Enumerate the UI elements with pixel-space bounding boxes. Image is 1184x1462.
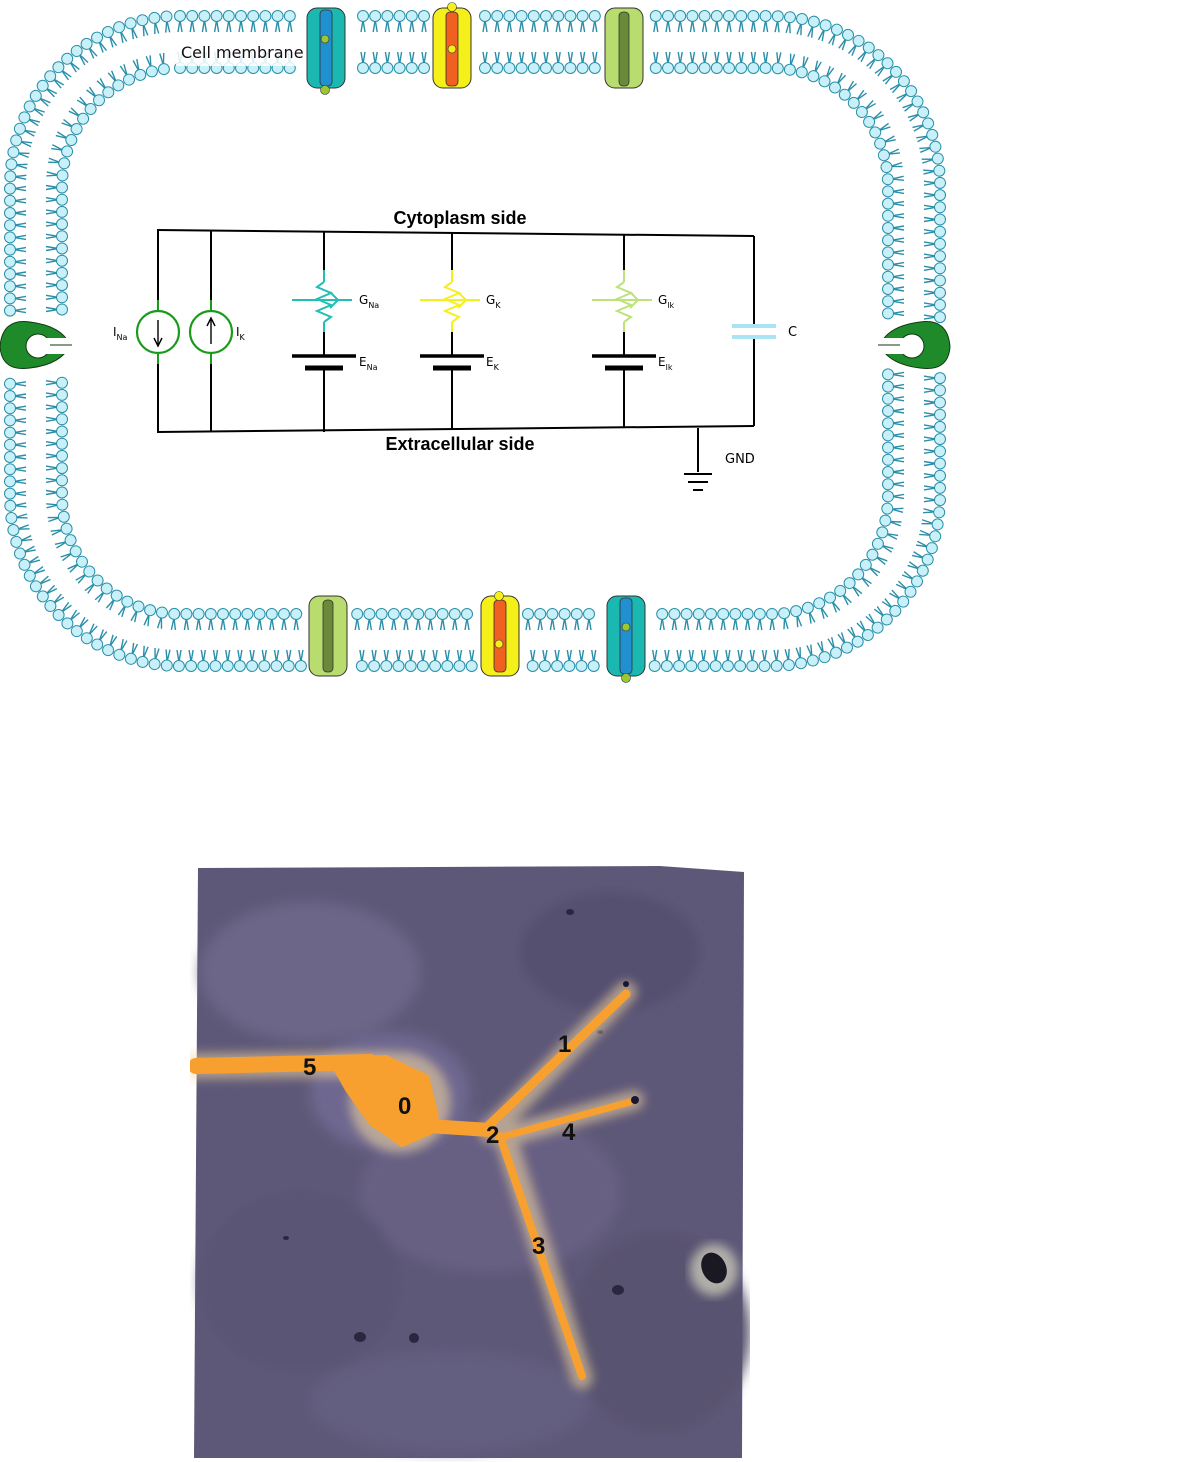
current-source-k	[188, 300, 234, 364]
receptor-right	[878, 321, 951, 370]
segment-0	[327, 1055, 439, 1147]
resistor-g-lk	[592, 270, 652, 332]
segment-label-4: 4	[562, 1119, 576, 1146]
resistor-g-k	[420, 270, 480, 332]
segment-3	[496, 1132, 586, 1380]
potassium-channel-top	[432, 2, 472, 89]
g-k-label: GK	[486, 293, 501, 310]
dendrite-tip-dot-top	[623, 981, 629, 987]
extracellular-side-label: Extracellular side	[385, 434, 534, 454]
segment-4	[494, 1098, 634, 1142]
cell-membrane-label-bg	[176, 38, 300, 66]
i-na-label: INa	[113, 325, 128, 342]
battery-e-lk	[592, 332, 656, 372]
battery-e-k	[420, 332, 484, 372]
leak-channel-bottom	[308, 595, 348, 677]
cytoplasm-side-label: Cytoplasm side	[393, 208, 526, 228]
dendrite-tip-dot	[631, 1096, 639, 1104]
segment-label-0: 0	[398, 1093, 411, 1120]
i-k-label: IK	[236, 325, 246, 342]
sodium-channel-top	[306, 7, 346, 95]
segment-label-3: 3	[532, 1233, 545, 1260]
segment-label-1: 1	[558, 1031, 571, 1058]
resistor-g-na	[292, 270, 352, 332]
equivalent-circuit	[156, 229, 755, 491]
sodium-channel-bottom	[606, 595, 646, 683]
tissue-hole	[690, 1244, 738, 1296]
capacitor-label: C	[788, 325, 797, 340]
e-na-label: ENa	[359, 355, 378, 372]
e-lk-label: Elk	[658, 355, 673, 372]
segment-label-2: 2	[486, 1122, 499, 1149]
current-source-na	[135, 300, 181, 364]
segment-1	[479, 989, 631, 1135]
neuron-segments	[190, 989, 634, 1380]
tissue-specks	[283, 909, 624, 1343]
leak-channel-top	[604, 7, 644, 89]
capacitor-c	[732, 324, 776, 339]
receptor-left	[0, 321, 72, 370]
g-lk-label: Glk	[658, 293, 675, 310]
g-na-label: GNa	[359, 293, 379, 310]
cell-membrane-label: Cell membrane	[181, 43, 304, 62]
segment-label-5: 5	[303, 1054, 316, 1081]
potassium-channel-bottom	[480, 591, 520, 677]
ground-label: GND	[725, 452, 755, 467]
neuron-microscopy-image: 5 0 2 3 4 1	[190, 866, 750, 1458]
e-k-label: EK	[486, 355, 500, 372]
battery-e-na	[292, 332, 356, 372]
cell-membrane-diagram: Cell membrane	[0, 2, 951, 683]
